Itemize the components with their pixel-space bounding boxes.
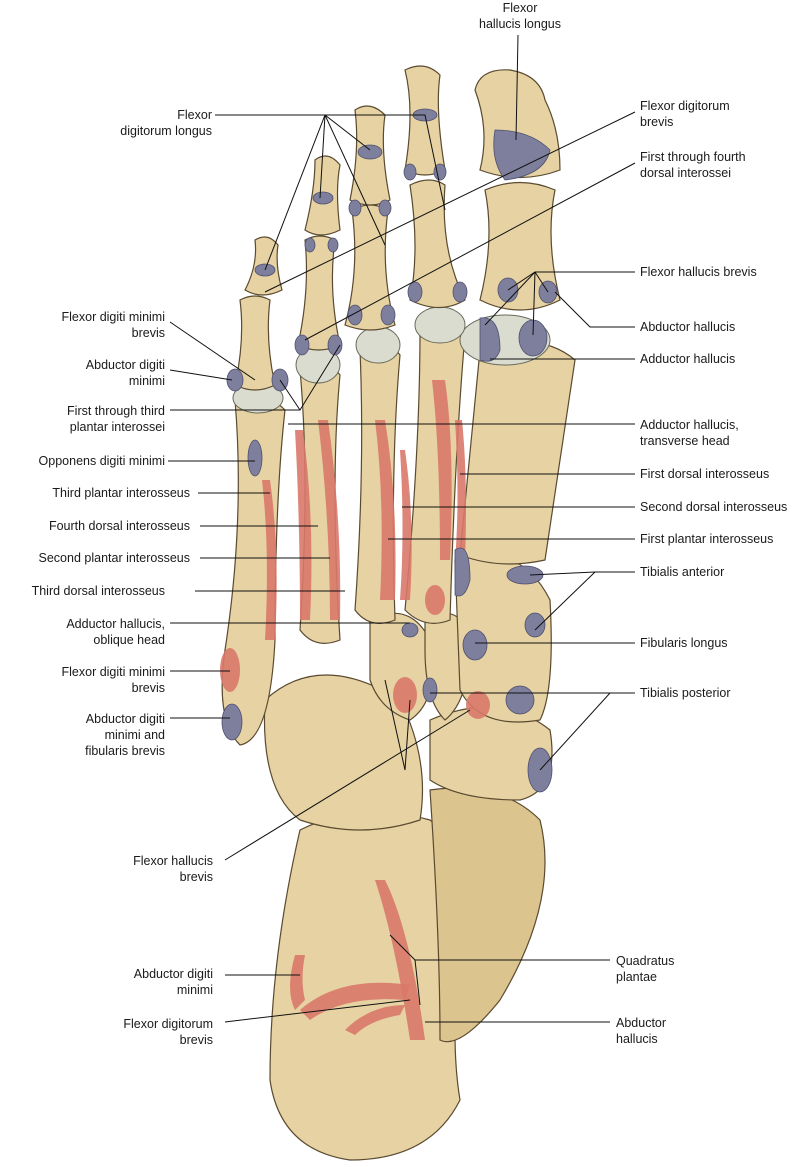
label-tibialis-anterior: Tibialis anterior [640, 565, 725, 579]
label-tibialis-posterior: Tibialis posterior [640, 686, 731, 700]
muscle-insertions [221, 108, 558, 793]
label-dorsal-interossei: First through fourth dorsal interossei [640, 150, 746, 180]
label-flexor-digiti-minimi-brevis: Flexor digiti minimi brevis [61, 310, 166, 340]
label-adductor-hallucis: Adductor hallucis [640, 352, 736, 366]
talus [429, 787, 546, 1043]
metatarsal-1 [459, 341, 576, 565]
label-flexor-hallucis-brevis-right: Flexor hallucis brevis [640, 265, 757, 279]
label-abductor-digiti-minimi: Abductor digiti minimi [85, 358, 165, 388]
label-flexor-digitorum-brevis-right: Flexor digitorum brevis [640, 99, 730, 129]
label-abductor-digiti-minimi-2: Abductor digiti minimi [133, 967, 213, 997]
label-flexor-digiti-minimi-brevis-2: Flexor digiti minimi brevis [61, 665, 166, 695]
leader-lines [168, 34, 636, 1023]
label-flexor-hallucis-longus: Flexor hallucis longus [479, 1, 561, 31]
label-third-plantar-interosseus: Third plantar interosseus [52, 486, 190, 500]
muscle-origins [220, 380, 490, 1040]
label-abductor-hallucis-2: Abductor hallucis [616, 1016, 667, 1046]
label-fourth-dorsal-interosseus: Fourth dorsal interosseus [48, 519, 190, 533]
label-flexor-hallucis-brevis: Flexor hallucis brevis [133, 854, 213, 884]
label-second-dorsal-interosseus: Second dorsal interosseus [640, 500, 788, 514]
label-abductor-hallucis: Abductor hallucis [640, 320, 736, 334]
label-flexor-digitorum-longus: Flexor digitorum longus [120, 108, 212, 138]
label-third-dorsal-interosseus: Third dorsal interosseus [31, 584, 165, 598]
label-first-plantar-interosseus: First plantar interosseus [640, 532, 774, 546]
label-plantar-interossei: First through third plantar interossei [67, 404, 165, 434]
label-quadratus-plantae: Quadratus plantae [616, 954, 675, 984]
label-abductor-digiti-minimi-fibularis-brevis: Abductor digiti minimi and fibularis bre… [85, 712, 165, 758]
label-adductor-hallucis-oblique: Adductor hallucis, oblique head [66, 617, 165, 647]
toe2-proximal-phalanx [409, 179, 466, 309]
label-fibularis-longus: Fibularis longus [640, 636, 728, 650]
label-opponens-digiti-minimi: Opponens digiti minimi [38, 454, 165, 468]
cuboid [263, 674, 424, 831]
label-adductor-hallucis-transverse: Adductor hallucis, transverse head [640, 418, 739, 448]
label-second-plantar-interosseus: Second plantar interosseus [38, 551, 190, 565]
label-first-dorsal-interosseus: First dorsal interosseus [640, 467, 770, 481]
label-flexor-digitorum-brevis: Flexor digitorum brevis [123, 1017, 213, 1047]
